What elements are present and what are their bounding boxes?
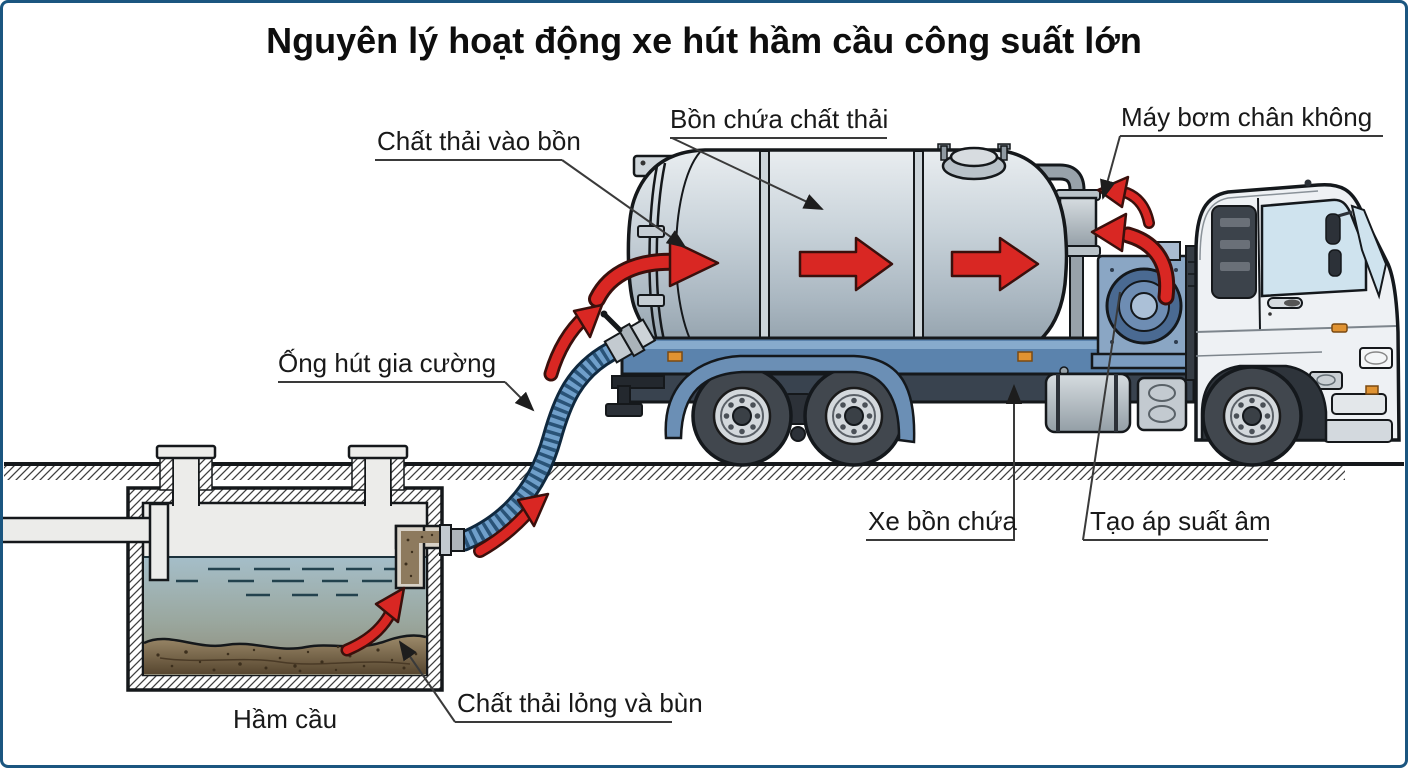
baffle-pipe (148, 502, 170, 582)
label-liquid-waste-sludge: Chất thải lỏng và bùn (457, 688, 703, 718)
label-tank-truck: Xe bồn chứa (868, 506, 1017, 536)
hose-flow-arrow-icon (543, 303, 604, 382)
access-shaft (347, 444, 409, 506)
flow-arrow-right-icon (798, 236, 894, 292)
label-waste-storage-tank: Bồn chứa chất thải (670, 104, 889, 134)
label-reinforced-hose: Ống hút gia cường (278, 348, 497, 378)
flow-arrow-right-icon (950, 236, 1040, 292)
pit-flow-arrow-icon (340, 586, 406, 657)
door-handle (1267, 297, 1303, 316)
flow-arrows (340, 175, 1176, 657)
front-wheel (1201, 365, 1303, 467)
headlight (1359, 347, 1393, 395)
side-marker-light (1331, 323, 1348, 333)
leader-lines (278, 135, 1383, 723)
label-negative-pressure: Tạo áp suất âm (1090, 506, 1271, 536)
flow-arrow-into-tank-icon (588, 238, 720, 308)
vacuum-pump-unit (1090, 241, 1198, 370)
hose-flow-arrow-icon (473, 492, 550, 558)
tank-band (913, 150, 924, 359)
side-mirror (1325, 213, 1341, 245)
fuel-tank (1044, 366, 1132, 434)
hose-tank-fitting (600, 310, 657, 364)
cab-window (1260, 198, 1368, 298)
inlet-pipe (0, 516, 162, 544)
label-waste-into-tank: Chất thải vào bồn (377, 126, 581, 156)
front-support-leg (605, 375, 665, 417)
suction-hose (439, 341, 621, 556)
windshield (1350, 204, 1388, 300)
pump-flow-arrow-icon (1090, 212, 1176, 306)
cab-vent-panel (1211, 205, 1257, 299)
label-vacuum-pump: Máy bơm chân không (1121, 102, 1373, 132)
label-septic-tank: Hầm cầu (233, 704, 338, 734)
toolbox (1136, 376, 1188, 432)
truck (600, 143, 1401, 467)
suction-pipe (394, 524, 446, 590)
side-mirror (1328, 249, 1342, 277)
rear-fender (664, 354, 916, 444)
cab-step (1309, 371, 1393, 443)
ground (4, 462, 1404, 480)
septic-tank (0, 444, 446, 692)
sludge-layer (144, 635, 426, 674)
sludge-speckles (156, 645, 418, 673)
access-shaft (155, 444, 217, 506)
manhole-cover (937, 143, 1011, 181)
diagram-title: Nguyên lý hoạt động xe hút hầm cầu công … (266, 20, 1142, 61)
